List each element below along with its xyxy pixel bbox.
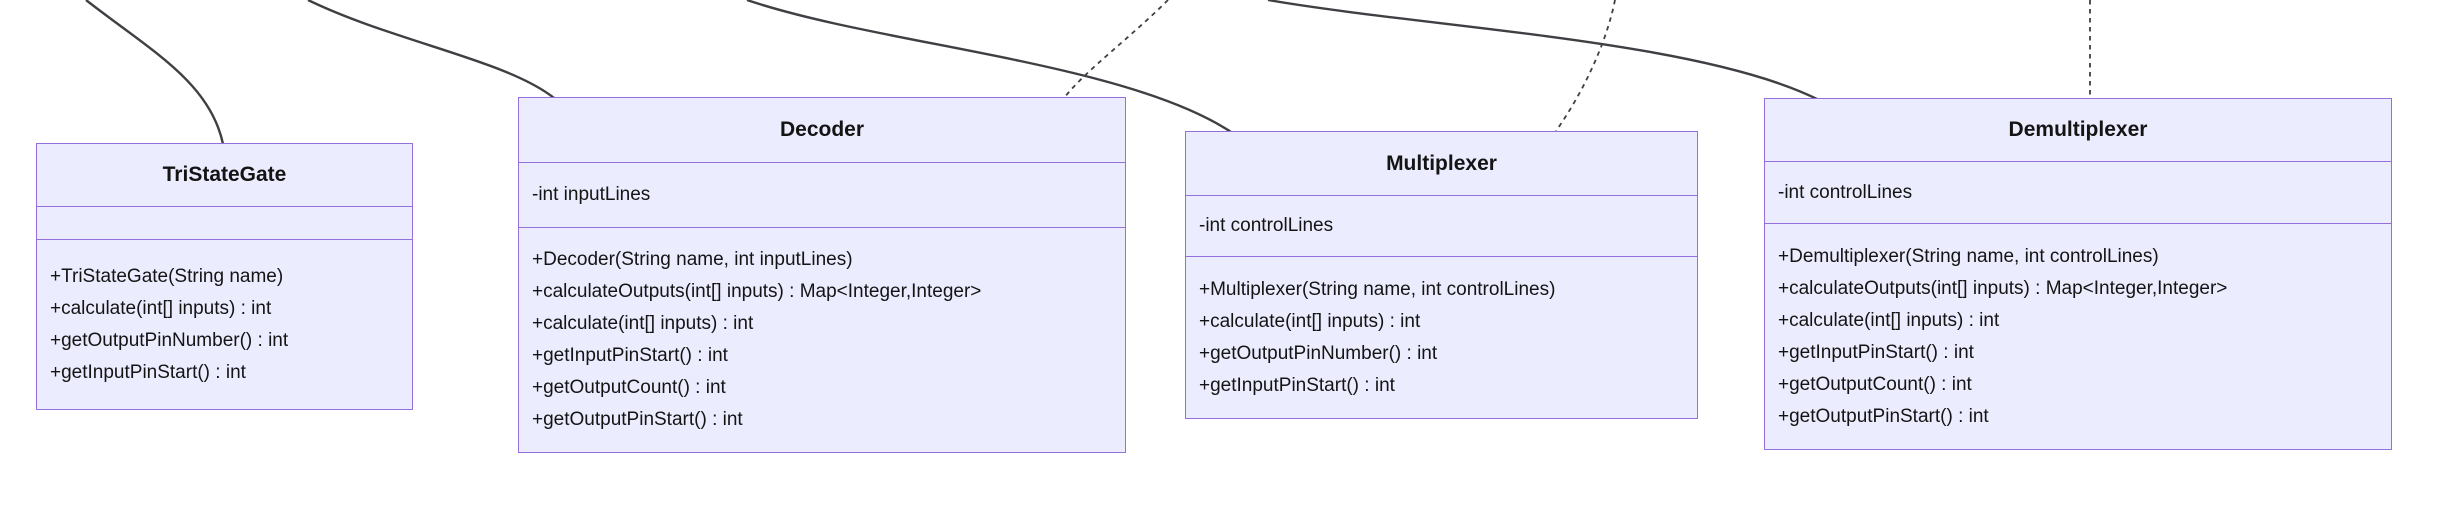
- edge-solid-to-tristategate: [85, 0, 225, 145]
- method-line: +getOutputPinStart() : int: [1778, 405, 1989, 427]
- method-line: +getOutputCount() : int: [532, 377, 726, 398]
- class-title: Demultiplexer: [2008, 118, 2148, 141]
- method-line: +getInputPinStart() : int: [1199, 374, 1395, 396]
- method-line: +calculateOutputs(int[] inputs) : Map<In…: [532, 281, 982, 302]
- edge-dashed-to-multiplexer: [1555, 0, 1616, 132]
- attribute-line: -int controlLines: [1778, 181, 1913, 203]
- method-line: +getOutputCount() : int: [1778, 373, 1972, 395]
- method-line: +getInputPinStart() : int: [532, 345, 728, 366]
- method-line: +getInputPinStart() : int: [1778, 341, 1974, 363]
- methods-section: +Demultiplexer(String name, int controlL…: [1765, 223, 2391, 449]
- method-line: +getOutputPinStart() : int: [532, 409, 743, 430]
- class-box-decoder: Decoder -int inputLines +Decoder(String …: [518, 97, 1126, 453]
- method-line: +getOutputPinNumber() : int: [50, 329, 289, 351]
- method-line: +calculate(int[] inputs) : int: [532, 313, 754, 334]
- attributes-section: -int controlLines: [1186, 195, 1697, 256]
- class-title: TriStateGate: [162, 163, 287, 186]
- method-line: +TriStateGate(String name): [50, 265, 284, 287]
- attribute-line: -int controlLines: [1199, 215, 1334, 236]
- edge-solid-to-multiplexer: [746, 0, 1232, 134]
- class-box-tristategate: TriStateGate +TriStateGate(String name) …: [36, 143, 413, 410]
- method-line: +calculate(int[] inputs) : int: [50, 297, 272, 319]
- method-line: +Decoder(String name, int inputLines): [532, 249, 853, 270]
- attribute-line: -int inputLines: [532, 184, 651, 205]
- method-line: +calculate(int[] inputs) : int: [1199, 310, 1421, 332]
- edge-dashed-to-decoder: [1063, 0, 1169, 99]
- class-box-demultiplexer: Demultiplexer -int controlLines +Demulti…: [1764, 98, 2392, 450]
- edge-solid-to-demultiplexer: [1267, 0, 1820, 102]
- methods-section: +Multiplexer(String name, int controlLin…: [1186, 256, 1697, 418]
- attributes-section: -int inputLines: [519, 162, 1125, 227]
- class-box-multiplexer: Multiplexer -int controlLines +Multiplex…: [1185, 131, 1698, 419]
- method-line: +calculate(int[] inputs) : int: [1778, 309, 2000, 331]
- methods-section: +TriStateGate(String name) +calculate(in…: [37, 239, 412, 409]
- method-line: +calculateOutputs(int[] inputs) : Map<In…: [1778, 277, 2228, 299]
- class-title: Decoder: [779, 118, 865, 141]
- edge-solid-to-decoder: [307, 0, 555, 99]
- methods-section: +Decoder(String name, int inputLines) +c…: [519, 227, 1125, 452]
- method-line: +Multiplexer(String name, int controlLin…: [1199, 278, 1556, 300]
- attributes-section: [37, 206, 412, 239]
- method-line: +getInputPinStart() : int: [50, 361, 246, 383]
- class-title: Multiplexer: [1386, 151, 1497, 175]
- method-line: +Demultiplexer(String name, int controlL…: [1778, 245, 2159, 267]
- method-line: +getOutputPinNumber() : int: [1199, 342, 1438, 364]
- attributes-section: -int controlLines: [1765, 161, 2391, 223]
